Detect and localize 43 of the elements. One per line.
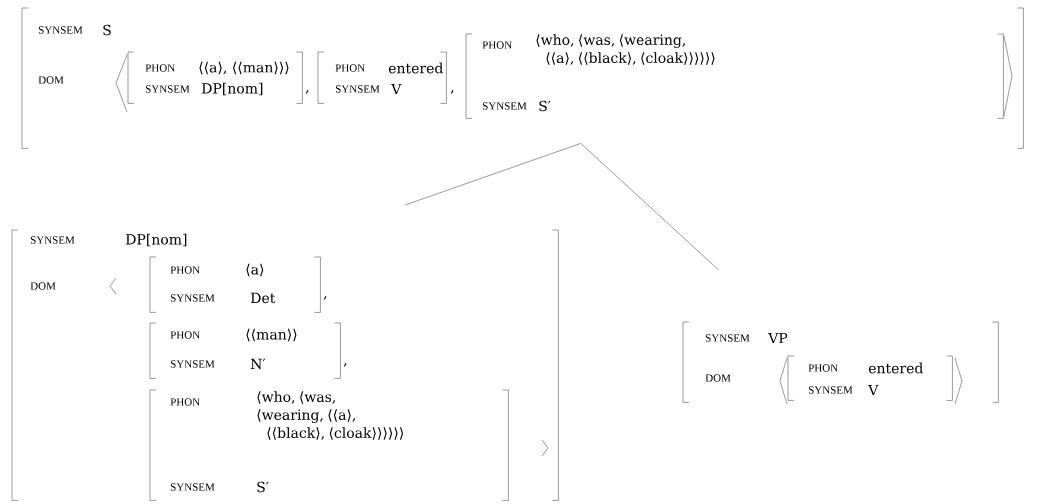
- feature-value: ⟨⟨man⟩⟩: [246, 328, 297, 342]
- feature-name: PHON: [170, 331, 200, 339]
- feature-name: SYNSEM: [808, 386, 853, 394]
- feature-name: SYNSEM: [38, 26, 83, 34]
- tree-branch: [405, 143, 581, 206]
- feature-name: DOM: [30, 282, 56, 290]
- feature-value: V: [868, 384, 879, 396]
- comma: ,: [305, 90, 309, 94]
- comma: ,: [450, 90, 454, 94]
- feature-name: DOM: [38, 76, 64, 84]
- feature-value: N′: [250, 358, 266, 370]
- feature-value: V: [391, 83, 402, 95]
- feature-value: S′: [257, 481, 269, 493]
- feature-name: SYNSEM: [335, 85, 380, 93]
- feature-value: VP: [768, 332, 788, 344]
- feature-name: PHON: [145, 64, 175, 72]
- feature-name: SYNSEM: [30, 236, 75, 244]
- feature-name: DOM: [705, 374, 731, 382]
- comma: ,: [323, 296, 327, 300]
- feature-value: S: [103, 24, 111, 36]
- feature-value: S′: [539, 100, 551, 112]
- feature-name: PHON: [808, 364, 838, 372]
- feature-value: ⟨a⟩: [246, 263, 264, 277]
- feature-value: Det: [250, 292, 276, 304]
- feature-value: entered: [388, 62, 443, 74]
- feature-name: SYNSEM: [705, 334, 750, 342]
- feature-name: PHON: [170, 266, 200, 274]
- feature-value: ⟨who, ⟨was, ⟨wearing, ⟨⟨a⟩, ⟨⟨black⟩, ⟨cloak⟩⟩⟩⟩⟩⟩: [257, 391, 404, 440]
- feature-value: DP[nom]: [201, 82, 263, 96]
- feature-value: ⟨who, ⟨was, ⟨wearing, ⟨⟨a⟩, ⟨⟨black⟩, ⟨cloak⟩⟩⟩⟩⟩⟩: [536, 34, 715, 65]
- feature-name: PHON: [482, 41, 512, 49]
- feature-value: ⟨⟨a⟩, ⟨⟨man⟩⟩⟩: [199, 61, 289, 75]
- feature-name: SYNSEM: [170, 483, 215, 491]
- feature-value: DP[nom]: [125, 233, 187, 247]
- feature-value: entered: [868, 362, 923, 374]
- feature-name: PHON: [170, 398, 200, 406]
- feature-name: SYNSEM: [145, 85, 190, 93]
- feature-name: SYNSEM: [170, 360, 215, 368]
- tree-branch: [580, 143, 719, 271]
- feature-name: SYNSEM: [170, 294, 215, 302]
- feature-name: SYNSEM: [482, 102, 527, 110]
- comma: ,: [343, 363, 347, 367]
- feature-name: PHON: [335, 64, 365, 72]
